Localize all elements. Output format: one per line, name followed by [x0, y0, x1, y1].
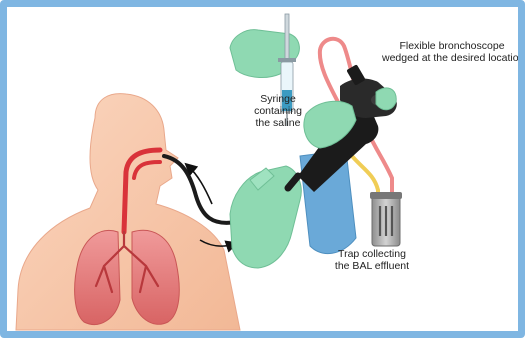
syringe-label-line-3: the saline [232, 117, 324, 129]
trap-label-line-2: the BAL effluent [320, 260, 424, 272]
patient-figure [16, 94, 240, 330]
syringe-label: Syringe containing the saline [232, 93, 324, 129]
specimen-trap-icon [370, 192, 402, 246]
bronchoscope-label-line-2: wedged at the desired location [382, 52, 522, 64]
trap-label-line-1: Trap collecting [320, 248, 424, 260]
bronchoscope-label: Flexible bronchoscope wedged at the desi… [382, 40, 522, 64]
trap-label: Trap collecting the BAL effluent [320, 248, 424, 272]
syringe-label-line-1: Syringe [232, 93, 324, 105]
syringe-label-line-2: containing [232, 105, 324, 117]
bronchoscope-label-line-1: Flexible bronchoscope [382, 40, 522, 52]
suction-tube-yellow [352, 156, 378, 198]
